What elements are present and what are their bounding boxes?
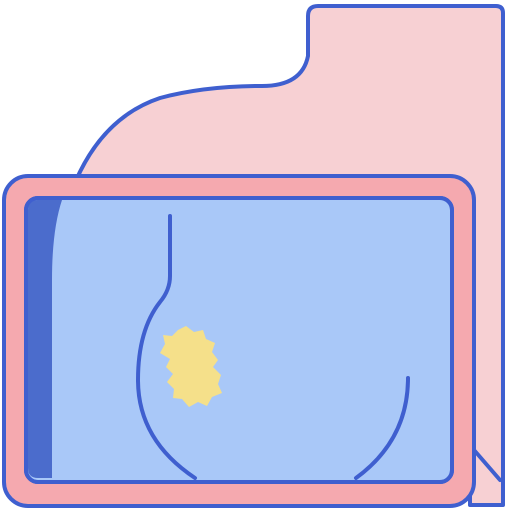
breast-outline-curve [136,214,410,480]
screen-outline [24,196,454,484]
torso-edge-line [472,448,502,482]
screen-shadow [28,200,62,478]
torso-shape [70,4,505,507]
lump-icon [160,326,222,407]
screen-area [24,196,454,484]
